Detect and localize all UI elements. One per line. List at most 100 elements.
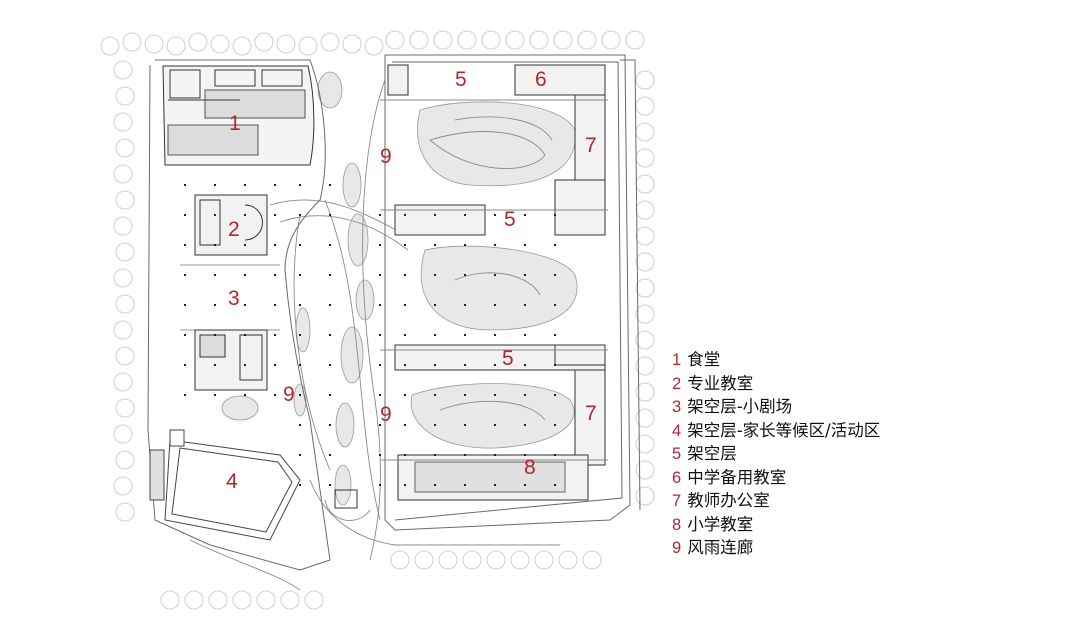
column-dot: [244, 274, 246, 276]
column-dot: [524, 364, 526, 366]
column-dot: [214, 394, 216, 396]
plan-label-5-middle: 5: [504, 208, 516, 231]
tree-icon: [115, 294, 135, 314]
legend-number: 8: [672, 515, 682, 534]
column-dot: [464, 394, 466, 396]
legend-item: 6 中学备用教室: [672, 464, 880, 488]
legend-item: 5 架空层: [672, 440, 880, 464]
column-dot: [434, 364, 436, 366]
tree-icon: [462, 550, 482, 570]
tree-icon: [601, 30, 621, 50]
column-dot: [299, 454, 301, 456]
tree-icon: [481, 30, 501, 50]
column-dot: [214, 304, 216, 306]
column-dot: [214, 364, 216, 366]
column-dot: [404, 244, 406, 246]
column-dot: [494, 424, 496, 426]
column-dot: [404, 214, 406, 216]
column-dot: [274, 274, 276, 276]
building-specialty-classrooms: [180, 194, 280, 391]
legend-label: 架空层-小剧场: [687, 397, 793, 416]
column-dot: [214, 244, 216, 246]
column-grid: [184, 184, 556, 486]
column-dot: [329, 334, 331, 336]
tree-icon: [635, 486, 655, 506]
column-dot: [244, 334, 246, 336]
column-dot: [244, 304, 246, 306]
tree-icon: [635, 382, 655, 402]
tree-icon: [113, 112, 133, 132]
plan-label-1: 1: [229, 112, 241, 135]
column-dot: [299, 484, 301, 486]
column-dot: [379, 424, 381, 426]
column-dot: [274, 394, 276, 396]
tree-icon: [232, 590, 252, 610]
tree-icon: [184, 590, 204, 610]
column-dot: [494, 364, 496, 366]
column-dot: [299, 184, 301, 186]
column-dot: [404, 394, 406, 396]
column-dot: [434, 274, 436, 276]
column-dot: [244, 184, 246, 186]
column-dot: [554, 454, 556, 456]
column-dot: [214, 274, 216, 276]
column-dot: [434, 304, 436, 306]
column-dot: [274, 214, 276, 216]
column-dot: [464, 364, 466, 366]
legend-label: 教师办公室: [687, 491, 770, 510]
column-dot: [329, 214, 331, 216]
column-dot: [379, 214, 381, 216]
tree-icon: [113, 268, 133, 288]
legend-number: 5: [672, 445, 682, 463]
tree-icon: [115, 398, 135, 418]
column-dot: [404, 304, 406, 306]
legend-label: 架空层: [687, 444, 737, 463]
column-dot: [464, 454, 466, 456]
plan-label-6: 6: [535, 68, 547, 91]
tree-icon: [635, 122, 655, 142]
column-dot: [379, 394, 381, 396]
column-dot: [379, 334, 381, 336]
column-dot: [244, 214, 246, 216]
tree-icon: [364, 36, 384, 56]
legend-number: 6: [672, 468, 682, 487]
tree-icon: [635, 330, 655, 350]
column-dot: [184, 274, 186, 276]
tree-icon: [115, 138, 135, 158]
column-dot: [299, 334, 301, 336]
legend-label: 中学备用教室: [687, 467, 787, 487]
plan-label-7-upper: 7: [585, 134, 597, 157]
tree-icon: [558, 550, 578, 570]
tree-icon: [635, 226, 655, 246]
tree-icon: [635, 252, 655, 272]
column-dot: [554, 394, 556, 396]
column-dot: [184, 394, 186, 396]
tree-icon: [553, 30, 573, 50]
column-dot: [274, 244, 276, 246]
plan-label-4: 4: [226, 470, 238, 493]
tree-icon: [529, 30, 549, 50]
tree-icon: [160, 590, 180, 610]
column-dot: [464, 484, 466, 486]
tree-icon: [254, 32, 274, 52]
column-dot: [494, 214, 496, 216]
plan-label-7-lower: 7: [585, 402, 597, 425]
column-dot: [299, 214, 301, 216]
site-roads: [189, 479, 560, 591]
column-dot: [379, 484, 381, 486]
column-dot: [274, 364, 276, 366]
plan-label-9-bottom: 9: [380, 403, 392, 426]
column-dot: [184, 334, 186, 336]
legend-number: 7: [672, 492, 682, 510]
tree-icon: [256, 590, 276, 610]
column-dot: [274, 304, 276, 306]
column-dot: [434, 424, 436, 426]
column-dot: [524, 394, 526, 396]
tree-icon: [208, 590, 228, 610]
tree-icon: [298, 36, 318, 56]
tree-icon: [232, 36, 252, 56]
plan-label-9-top: 9: [380, 145, 392, 168]
